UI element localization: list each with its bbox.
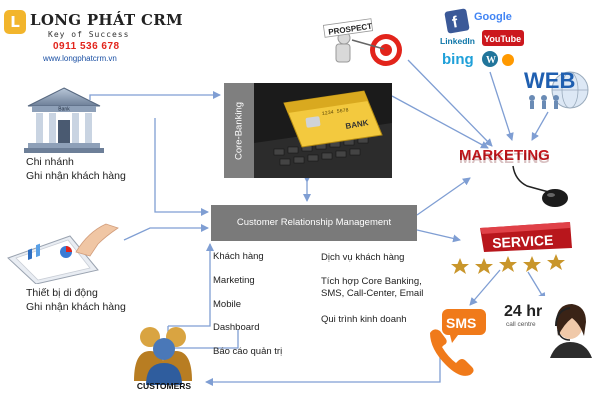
marketing-label: MARKETING — [459, 147, 550, 164]
bank-sign: Bank — [58, 107, 70, 113]
svg-text:f: f — [451, 14, 460, 32]
service-label: SERVICE — [492, 232, 554, 251]
bing-icon: bing — [442, 51, 474, 68]
sms-phone-icon: SMS — [430, 309, 486, 376]
module-integration-line1: Tích hợp Core Banking, — [321, 276, 422, 287]
module-integration-line2: SMS, Call-Center, Email — [321, 288, 424, 299]
linkedin-icon: LinkedIn — [440, 36, 475, 46]
branch-label: Chi nhánh Ghi nhận khách hàng — [26, 155, 126, 183]
facebook-icon — [444, 8, 470, 34]
youtube-icon — [482, 30, 524, 46]
web-globe-icon: WEB — [524, 68, 589, 109]
call-centre-icon: 24 hr call centre — [500, 296, 595, 358]
svg-text:W: W — [486, 55, 496, 66]
social-media-icon-cluster: Google f LinkedIn YouTube bing W — [440, 8, 524, 68]
module-mobile: Mobile — [213, 299, 241, 310]
module-reports: Báo cáo quản trị — [213, 346, 283, 357]
customers-group-icon — [134, 327, 192, 385]
svg-text:YouTube: YouTube — [484, 34, 521, 44]
logo-brand: LONG PHÁT CRM — [30, 11, 183, 29]
google-icon: Google — [474, 11, 512, 23]
logo-slogan: Key of Success — [48, 30, 130, 39]
module-customers: Khách hàng — [213, 251, 264, 262]
mobile-device-label-line2: Ghi nhận khách hàng — [26, 301, 126, 313]
web-label: WEB — [524, 68, 575, 93]
support-24-label: 24 hr — [504, 303, 542, 320]
branch-label-line2: Ghi nhận khách hàng — [26, 170, 126, 182]
sms-label: SMS — [446, 315, 476, 331]
mobile-device-label-line1: Thiết bị di động — [26, 287, 98, 299]
module-customer-service: Dịch vụ khách hàng — [321, 252, 405, 263]
logo-mark-icon: L — [4, 10, 26, 34]
prospect-target-icon: PROSPECT — [322, 18, 402, 66]
tablet-hand-icon — [7, 223, 119, 284]
core-banking-box: Core-Banking — [224, 83, 254, 178]
wordpress-icon — [482, 51, 498, 67]
mobile-device-label: Thiết bị di động Ghi nhận khách hàng — [26, 286, 126, 314]
logo-website-link[interactable]: www.longphatcrm.vn — [43, 54, 117, 63]
bank-building-icon: Bank — [24, 87, 104, 153]
logo-phone: 0911 536 678 — [53, 41, 120, 52]
service-stars-icon: SERVICE — [451, 222, 572, 274]
branch-label-line1: Chi nhánh — [26, 156, 74, 168]
module-integration: Tích hợp Core Banking, SMS, Call-Center,… — [321, 276, 423, 300]
module-business-process: Qui trình kinh doanh — [321, 314, 407, 325]
support-sub-label: call centre — [506, 321, 536, 328]
crm-title: Customer Relationship Management — [236, 217, 392, 228]
card-text: BANK — [345, 118, 370, 131]
card-number: 1234 5678 — [321, 107, 349, 117]
module-dashboard: Dashboard — [213, 322, 260, 333]
marketing-mouse-icon: MARKETING MARKETING — [459, 147, 568, 207]
svg-text:MARKETING: MARKETING — [459, 150, 550, 167]
bank-card-keyboard-icon: BANK 1234 5678 — [254, 83, 392, 178]
module-marketing: Marketing — [213, 275, 255, 286]
crm-title-box: Customer Relationship Management — [211, 205, 417, 241]
rss-icon — [502, 54, 514, 66]
customers-label: CUSTOMERS — [136, 381, 192, 391]
core-banking-label: Core-Banking — [233, 101, 245, 160]
